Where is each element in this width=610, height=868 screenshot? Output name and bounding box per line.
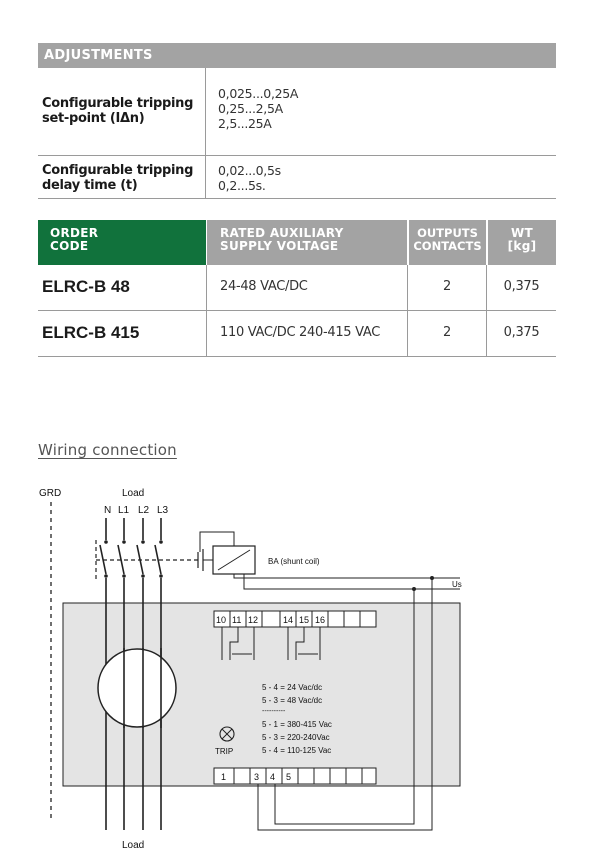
wiring-diagram: GRD Load N L1 L2 L3 — [39, 488, 462, 851]
label-l2: L2 — [138, 505, 150, 516]
adjustment-value: 0,2...5s. — [218, 178, 266, 193]
header-line: CONTACTS — [413, 239, 482, 253]
terminal-14: 14 — [283, 615, 293, 625]
adjustment-label-line2: set-point (IΔn) — [42, 111, 145, 126]
outputs-count: 2 — [407, 311, 486, 356]
relay-contacts — [221, 627, 321, 660]
load-bottom-label: Load — [122, 840, 144, 851]
order-row: ELRC-B 415 110 VAC/DC 240-415 VAC 2 0,37… — [38, 311, 556, 357]
order-header-outputs: OUTPUTS CONTACTS — [408, 220, 486, 265]
trip-label: TRIP — [215, 747, 233, 756]
label-n: N — [104, 505, 111, 516]
order-code: ELRC-B 48 — [42, 277, 130, 296]
terminal-5: 5 — [286, 772, 291, 782]
wiring-connection-link[interactable]: Wiring connection — [38, 441, 177, 459]
adjustment-label-line1: Configurable tripping — [42, 163, 194, 178]
header-line: OUTPUTS — [417, 226, 478, 240]
header-line: CODE — [50, 239, 89, 253]
outputs-count: 2 — [407, 265, 486, 310]
adjustments-header: ADJUSTMENTS — [38, 43, 556, 68]
order-header-weight: WT [kg] — [487, 220, 556, 265]
bottom-terminal-strip: 1 3 4 5 — [213, 767, 377, 785]
order-header-code: ORDER CODE — [38, 220, 206, 265]
terminal-3: 3 — [254, 772, 259, 782]
voltage-note: 5 - 1 = 380-415 Vac — [262, 720, 332, 729]
adjustment-value: 0,02...0,5s — [218, 163, 281, 178]
adjustment-row-setpoint: Configurable tripping set-point (IΔn) 0,… — [38, 68, 556, 156]
voltage-note: 5 - 3 = 220-240Vac — [262, 733, 330, 742]
label-l3: L3 — [157, 505, 169, 516]
adjustment-label-line1: Configurable tripping — [42, 96, 194, 111]
load-top-label: Load — [122, 488, 144, 499]
order-header-voltage: RATED AUXILIARY SUPPLY VOLTAGE — [206, 220, 407, 265]
header-line: SUPPLY VOLTAGE — [220, 239, 339, 253]
adjustment-label: Configurable tripping set-point (IΔn) — [42, 96, 202, 126]
label-l1: L1 — [118, 505, 130, 516]
voltage-note-divider: ---------- — [262, 708, 286, 715]
weight-value: 0,375 — [486, 265, 556, 310]
order-row: ELRC-B 48 24-48 VAC/DC 2 0,375 — [38, 265, 556, 311]
voltage-note: 5 - 4 = 110-125 Vac — [262, 746, 331, 755]
adjustment-label-line2: delay time (t) — [42, 178, 138, 193]
trip-lamp-icon — [219, 726, 235, 742]
adjustment-values: 0,02...0,5s 0,2...5s. — [205, 156, 281, 198]
grd-label: GRD — [39, 488, 61, 499]
toroid — [97, 648, 177, 728]
weight-value: 0,375 — [486, 311, 556, 356]
switch-contacts — [104, 540, 163, 578]
supply-voltage: 24-48 VAC/DC — [206, 265, 407, 310]
terminal-15: 15 — [299, 615, 309, 625]
header-line: [kg] — [507, 239, 537, 253]
terminal-1: 1 — [221, 772, 226, 782]
adjustment-row-delay: Configurable tripping delay time (t) 0,0… — [38, 156, 556, 199]
adjustment-value: 0,25...2,5A — [218, 101, 283, 116]
ba-label: BA (shunt coil) — [268, 557, 320, 566]
supply-voltage: 110 VAC/DC 240-415 VAC — [206, 311, 407, 356]
voltage-note: 5 - 3 = 48 Vac/dc — [262, 696, 322, 705]
top-terminal-strip: 10 11 12 14 15 16 — [213, 610, 377, 628]
terminal-10: 10 — [216, 615, 226, 625]
adjustment-value: 0,025...0,25A — [218, 86, 299, 101]
order-code: ELRC-B 415 — [42, 323, 140, 342]
adjustment-values: 0,025...0,25A 0,25...2,5A 2,5...25A — [205, 68, 299, 155]
adjustment-value: 2,5...25A — [218, 116, 272, 131]
terminal-4: 4 — [270, 772, 275, 782]
us-label: Us — [452, 580, 462, 589]
header-line: RATED AUXILIARY — [220, 226, 344, 240]
terminal-11: 11 — [232, 615, 241, 625]
voltage-note: 5 - 4 = 24 Vac/dc — [262, 683, 322, 692]
header-line: ORDER — [50, 226, 99, 240]
terminal-16: 16 — [315, 615, 325, 625]
adjustment-label: Configurable tripping delay time (t) — [42, 163, 202, 193]
terminal-12: 12 — [248, 615, 258, 625]
header-line: WT — [510, 226, 534, 240]
